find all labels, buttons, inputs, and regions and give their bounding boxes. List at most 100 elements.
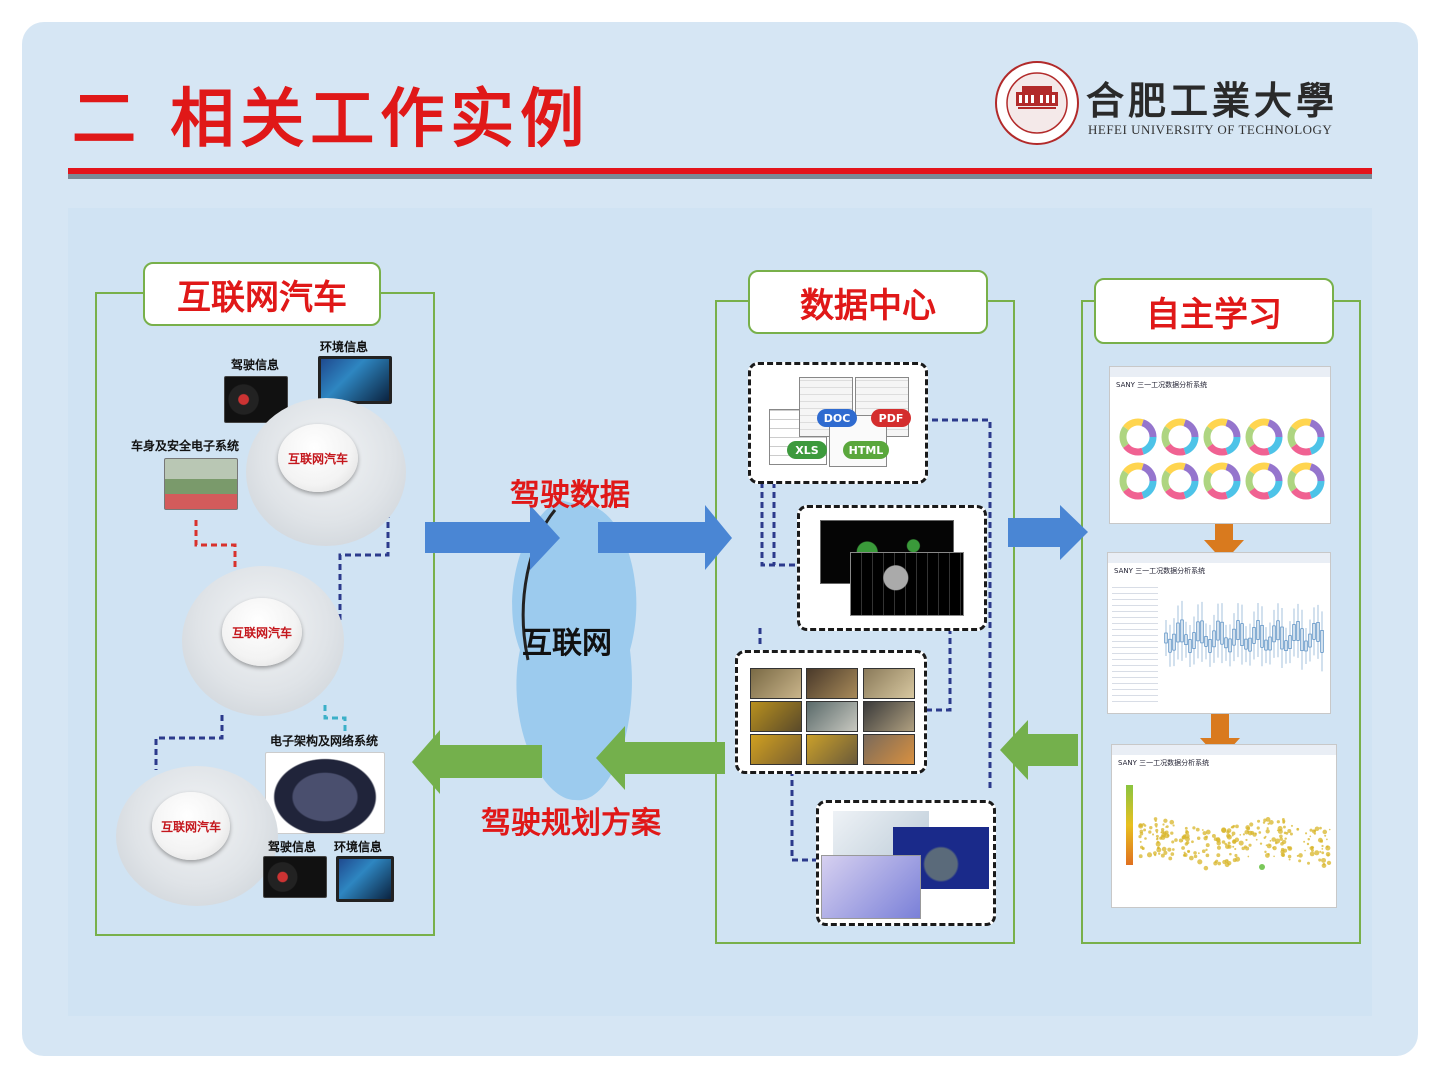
e-arch-label: 电子架构及网络系统 [270, 734, 379, 748]
scatter-point [1277, 828, 1283, 834]
donut-segment [1183, 463, 1199, 482]
donut-segment [1249, 418, 1270, 431]
scatter-point [1181, 846, 1185, 850]
scatter-point [1281, 839, 1287, 845]
scatter-point [1288, 858, 1291, 861]
scatter-point [1185, 830, 1190, 835]
donut-segment [1291, 443, 1312, 456]
car-badge-bottom: 互联网汽车 [152, 792, 230, 860]
box [1192, 632, 1196, 649]
scatter-point [1248, 843, 1252, 847]
scatter-point [1254, 832, 1257, 835]
scatter-point [1249, 822, 1254, 827]
scatter-point [1164, 830, 1169, 835]
infotainment-image-bottom [336, 856, 394, 902]
box [1260, 624, 1264, 648]
box [1288, 635, 1292, 649]
analysis-screenshot-scatter: SANY 三一工况数据分析系统 [1111, 744, 1337, 908]
screen-title-1: SANY 三一工况数据分析系统 [1116, 381, 1208, 389]
donut-segment [1161, 470, 1171, 492]
scatter-point [1238, 840, 1244, 846]
box [1224, 637, 1228, 649]
donut-segment [1141, 480, 1157, 499]
scatter-point [1184, 836, 1190, 842]
scatter-point [1158, 852, 1161, 855]
scatter-point [1322, 829, 1328, 835]
donut-segment [1203, 426, 1213, 448]
scatter-point [1221, 827, 1227, 833]
scatter-point [1201, 829, 1204, 831]
scatter-point [1258, 831, 1262, 834]
scatter-point [1216, 840, 1221, 846]
cad-drawings-box [797, 505, 987, 631]
scatter-point [1227, 844, 1232, 849]
box [1184, 634, 1188, 646]
scatter-point [1319, 826, 1322, 830]
scatter-point [1317, 837, 1323, 843]
university-logo: 合肥工業大學 HEFEI UNIVERSITY OF TECHNOLOGY [994, 61, 1364, 146]
scatter-point [1231, 834, 1234, 837]
scatter-point [1221, 840, 1226, 844]
scatter-highlight [1259, 864, 1265, 870]
scatter-point [1156, 847, 1162, 853]
internet-label: 互联网 [522, 626, 612, 661]
scatter-point [1172, 824, 1175, 827]
scatter-point [1139, 831, 1144, 836]
donut-segment [1291, 487, 1312, 500]
scatter-point [1262, 821, 1266, 824]
scatter-point [1327, 854, 1330, 857]
scatter-point [1211, 833, 1216, 838]
scatter-point [1205, 848, 1208, 852]
box [1168, 638, 1172, 653]
scatter-point [1205, 829, 1211, 835]
scatter-point [1321, 857, 1327, 863]
donut-segment [1183, 480, 1199, 499]
box [1216, 620, 1220, 641]
scatter-point [1170, 831, 1174, 835]
scatter-point [1215, 859, 1219, 863]
scatter-point [1143, 824, 1147, 827]
scatter-point [1298, 853, 1303, 858]
scatter-point [1196, 836, 1201, 841]
scatter-point [1290, 824, 1293, 827]
scatter-point [1242, 833, 1246, 836]
scatter-point [1153, 853, 1157, 857]
donut-segment [1225, 480, 1241, 499]
scatter-point [1171, 840, 1175, 844]
box [1236, 620, 1240, 640]
scatter-point [1283, 825, 1286, 829]
scatter-point [1266, 843, 1272, 849]
scatter-point [1193, 854, 1198, 859]
scatter-point [1239, 833, 1242, 836]
donut-segment [1119, 426, 1129, 448]
driving-info-label-top: 驾驶信息 [231, 358, 280, 372]
university-name-en: HEFEI UNIVERSITY OF TECHNOLOGY [1088, 122, 1333, 137]
scatter-point [1235, 856, 1241, 862]
scatter-point [1181, 839, 1184, 842]
analysis-screenshot-pie: SANY 三一工况数据分析系统 [1109, 366, 1331, 524]
donut-segment [1291, 418, 1312, 431]
box [1284, 640, 1288, 652]
middle-column-title: 数据中心 [748, 270, 988, 334]
donut-segment [1267, 480, 1283, 499]
donut-segment [1203, 470, 1213, 492]
box [1244, 638, 1248, 650]
scatter-point [1155, 828, 1159, 833]
scatter-point [1205, 843, 1210, 848]
scatter-point [1321, 851, 1325, 855]
env-info-label-top: 环境信息 [320, 340, 369, 354]
scatter-point [1232, 845, 1235, 848]
scatter-point [1245, 846, 1250, 851]
scatter-point [1146, 852, 1153, 858]
scatter-point [1309, 851, 1315, 857]
scatter-point [1279, 834, 1283, 839]
scatter-point [1307, 837, 1311, 841]
env-info-label-bottom: 环境信息 [334, 840, 383, 854]
scatter-point [1226, 830, 1230, 834]
scatter-point [1217, 861, 1222, 866]
scatter-point [1287, 854, 1292, 859]
scatter-point [1279, 837, 1283, 841]
scatter-point [1138, 854, 1143, 859]
scatter-point [1275, 838, 1281, 844]
scatter-point [1161, 846, 1167, 852]
